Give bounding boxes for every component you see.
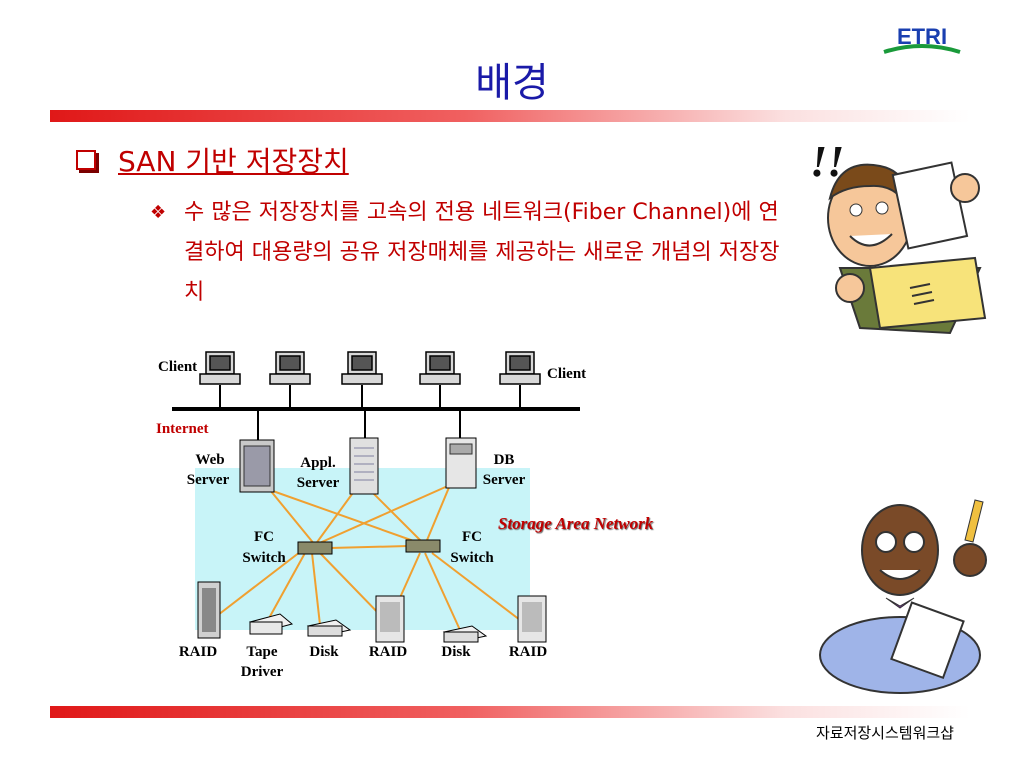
man-with-pencil-illustration [819, 499, 987, 694]
bullet-level2: ❖ 수 많은 저장장치를 고속의 전용 네트워크(Fiber Channel)에… [150, 193, 790, 313]
square-bullet-icon [76, 150, 96, 170]
fc-switch-left-label-line2: Switch [242, 550, 286, 566]
client-right-label: Client [547, 366, 586, 382]
fc-switch-left-icon [297, 541, 333, 555]
svg-text:ETRI: ETRI [897, 24, 947, 49]
fc-switch-right-icon [405, 539, 441, 553]
internet-label: Internet [156, 421, 209, 437]
client-computer-2-icon [269, 351, 311, 385]
footer-divider-bar [50, 706, 970, 718]
client-computer-5-icon [499, 351, 541, 385]
raid-2-label: RAID [369, 644, 408, 660]
raid-1-label: RAID [179, 644, 218, 660]
appl-server-label-line1: Appl. [300, 455, 336, 471]
diamond-bullet-icon: ❖ [150, 202, 167, 223]
san-label: Storage Area Network [498, 514, 654, 533]
fc-switch-right-label-line1: FC [462, 529, 482, 545]
disk-1-label: Disk [309, 644, 339, 660]
client-computer-3-icon [341, 351, 383, 385]
bullet-level2-text: 수 많은 저장장치를 고속의 전용 네트워크(Fiber Channel)에 연… [184, 200, 780, 305]
tape-driver-label-line1: Tape [246, 644, 277, 660]
appl-server-label-line2: Server [297, 475, 340, 491]
disk-2-icon [442, 625, 488, 643]
tape-driver-label-line2: Driver [241, 664, 284, 680]
tape-driver-icon [248, 613, 294, 635]
slide-title: 배경 [475, 60, 549, 106]
san-region [195, 468, 530, 630]
header-divider-bar [50, 110, 970, 122]
db-server-icon [445, 437, 477, 489]
fibre-channel-links [217, 484, 521, 631]
client-computers [199, 351, 541, 385]
surprised-man-with-letter-illustration: !! [810, 137, 987, 335]
etri-logo: ETRI [883, 24, 961, 54]
raid-3-icon [517, 595, 547, 643]
raid-1-icon [197, 581, 221, 639]
db-server-label-line1: DB [494, 452, 515, 468]
client-computer-1-icon [199, 351, 241, 385]
disk-2-label: Disk [441, 644, 471, 660]
client-left-label: Client [158, 359, 197, 375]
disk-1-icon [306, 619, 352, 637]
bullet-level1: SAN 기반 저장장치 [76, 140, 349, 180]
web-server-label-line1: Web [195, 452, 224, 468]
footer-text: 자료저장시스템워크샵 [815, 724, 954, 742]
raid-2-icon [375, 595, 405, 643]
raid-3-label: RAID [509, 644, 548, 660]
db-server-label-line2: Server [483, 472, 526, 488]
client-drop-lines [219, 385, 521, 440]
fc-switch-right-label-line2: Switch [450, 550, 494, 566]
fc-switch-left-label-line1: FC [254, 529, 274, 545]
client-computer-4-icon [419, 351, 461, 385]
web-server-icon [239, 439, 275, 493]
web-server-label-line2: Server [187, 472, 230, 488]
bullet-level1-text: SAN 기반 저장장치 [118, 145, 349, 178]
appl-server-icon [349, 437, 379, 495]
